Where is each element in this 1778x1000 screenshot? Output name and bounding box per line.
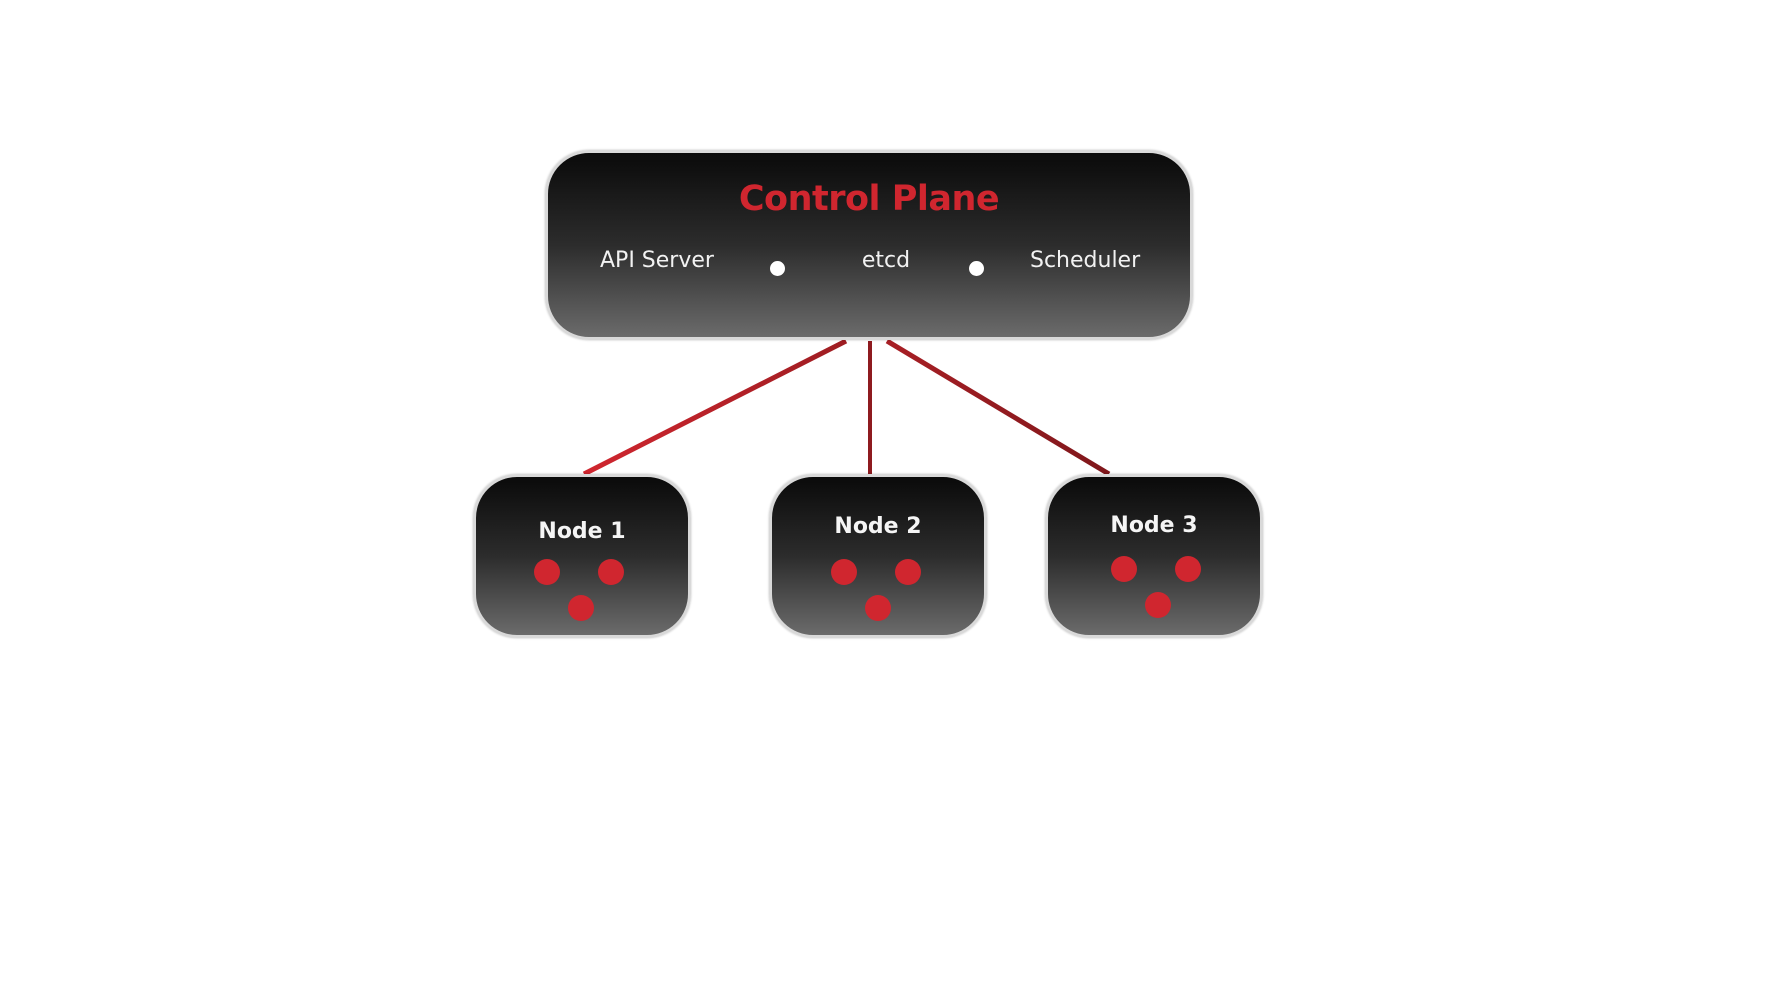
pod-icon [598,559,624,585]
node-1-box: Node 1 [473,474,691,638]
pod-icon [1145,592,1171,618]
separator-dot [969,261,984,276]
connector-node-1 [582,338,848,477]
component-scheduler: Scheduler [1030,248,1141,273]
separator-dot [770,261,785,276]
pod-icon [568,595,594,621]
pod-icon [895,559,921,585]
pod-icon [865,595,891,621]
component-api-server: API Server [600,248,714,273]
component-etcd: etcd [861,248,911,273]
node-2-label: Node 2 [834,514,922,539]
pod-icon [831,559,857,585]
control-plane-title: Control Plane [738,179,1000,219]
pod-icon [1175,556,1201,582]
node-1-label: Node 1 [538,519,626,544]
node-3-box: Node 3 [1045,474,1263,638]
node-2-box: Node 2 [769,474,987,638]
connector-node-3 [885,338,1111,477]
node-3-label: Node 3 [1110,513,1198,538]
pod-icon [534,559,560,585]
control-plane-box: Control Plane API Server etcd Scheduler [545,150,1193,340]
pod-icon [1111,556,1137,582]
